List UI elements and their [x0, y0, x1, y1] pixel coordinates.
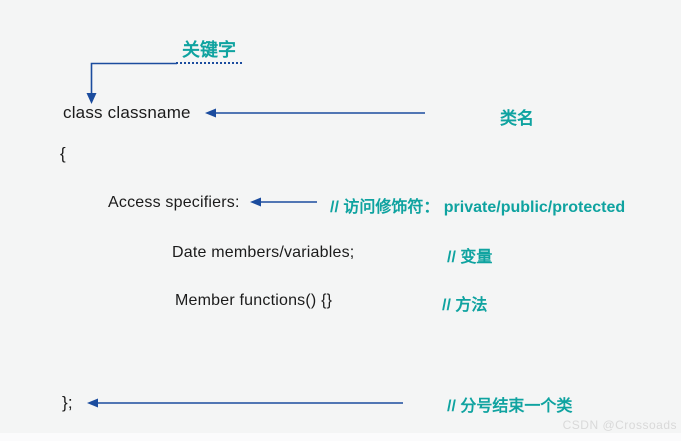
closing-brace-arrow-left-icon — [87, 398, 403, 408]
data-members-text: Date members/variables; — [172, 244, 355, 261]
access-specifiers-arrow-left-icon — [250, 197, 317, 207]
member-functions-text: Member functions() {} — [175, 292, 333, 309]
bottom-strip — [0, 433, 681, 441]
closing-brace-text: }; — [62, 393, 73, 412]
classname-label: 类名 — [500, 109, 534, 128]
class-declaration-text: class classname — [63, 103, 191, 122]
keyword-elbow-arrow-down-icon — [86, 62, 177, 104]
open-brace-text: { — [60, 144, 66, 163]
access-specifiers-comment: // 访问修饰符： private/public/protected — [330, 199, 626, 216]
member-functions-comment: // 方法 — [442, 297, 488, 314]
data-members-comment: // 变量 — [447, 249, 493, 266]
watermark: CSDN @Crossoads — [562, 418, 677, 432]
closing-comment: // 分号结束一个类 — [447, 398, 573, 415]
access-specifiers-text: Access specifiers: — [108, 194, 240, 211]
keyword-label: 关键字 — [176, 40, 242, 64]
classname-arrow-left-icon — [205, 108, 425, 118]
